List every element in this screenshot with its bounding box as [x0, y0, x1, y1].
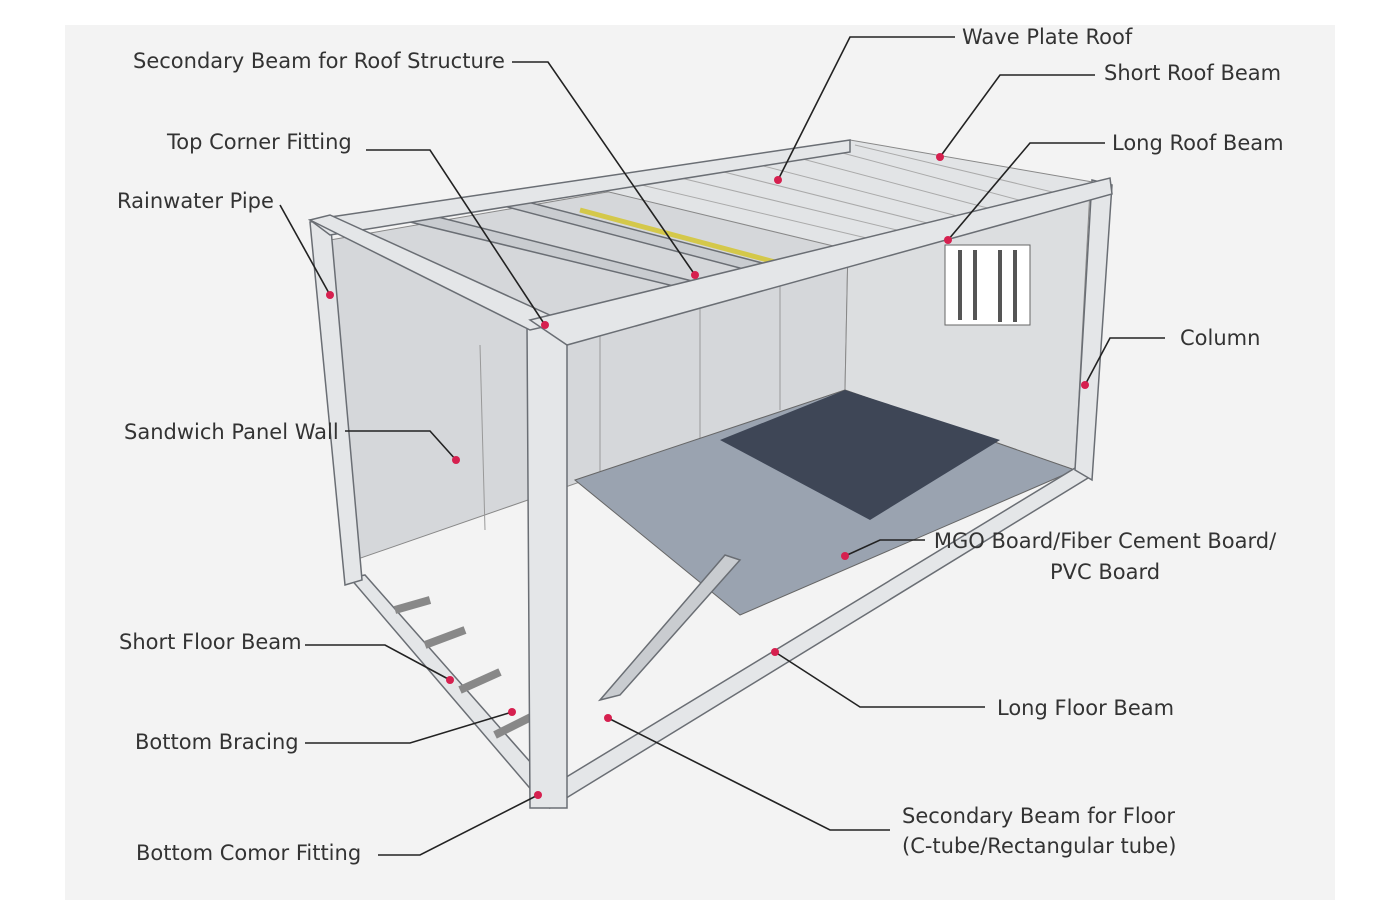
label-sandwich-panel-wall: Sandwich Panel Wall: [124, 420, 339, 444]
label-short-floor-beam: Short Floor Beam: [119, 630, 302, 654]
label-top-corner-fitting: Top Corner Fitting: [166, 130, 352, 154]
long-roof-beam: [528, 177, 1113, 346]
short-roof-beam-back: [308, 139, 851, 236]
rain-gutter: [579, 207, 776, 265]
bottom-bracing: [393, 596, 537, 739]
floor-dark: [720, 390, 1000, 520]
label-secondary-floor-beam-1: Secondary Beam for Floor: [902, 804, 1175, 828]
label-wave-plate-roof: Wave Plate Roof: [962, 25, 1133, 49]
label-long-floor-beam: Long Floor Beam: [997, 696, 1174, 720]
front-left-column: [526, 319, 568, 809]
label-secondary-roof-beam: Secondary Beam for Roof Structure: [133, 49, 505, 73]
window-icon: [944, 244, 1031, 326]
secondary-floor-beam: [597, 554, 742, 702]
label-floor-board-1: MGO Board/Fiber Cement Board/: [934, 529, 1277, 553]
label-bottom-bracing: Bottom Bracing: [135, 730, 299, 754]
label-bottom-corner-fitting: Bottom Comor Fitting: [136, 841, 361, 865]
label-column: Column: [1180, 326, 1260, 350]
label-secondary-floor-beam-2: (C-tube/Rectangular tube): [902, 834, 1176, 858]
label-short-roof-beam: Short Roof Beam: [1104, 61, 1281, 85]
marker-dots: [326, 153, 1089, 799]
label-floor-board-2: PVC Board: [1050, 560, 1160, 584]
label-rainwater-pipe: Rainwater Pipe: [117, 189, 274, 213]
label-long-roof-beam: Long Roof Beam: [1112, 131, 1284, 155]
leader-lines: [279, 36, 1165, 856]
roof-corrugations: [619, 144, 1066, 241]
short-floor-beam: [348, 574, 557, 801]
